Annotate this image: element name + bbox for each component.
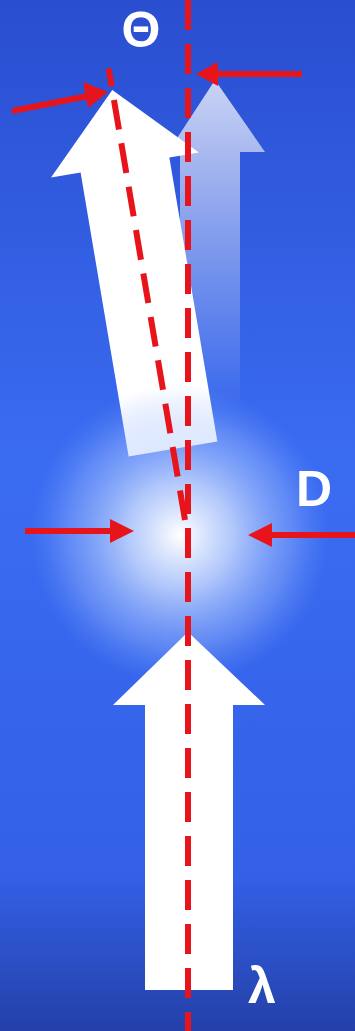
scatter-axis xyxy=(109,68,185,520)
diameter-label: D xyxy=(296,464,332,514)
angle-label: Θ xyxy=(122,5,161,55)
angle-markers xyxy=(12,62,302,111)
wavelength-label: λ xyxy=(248,961,276,1011)
diameter-markers xyxy=(25,519,355,547)
